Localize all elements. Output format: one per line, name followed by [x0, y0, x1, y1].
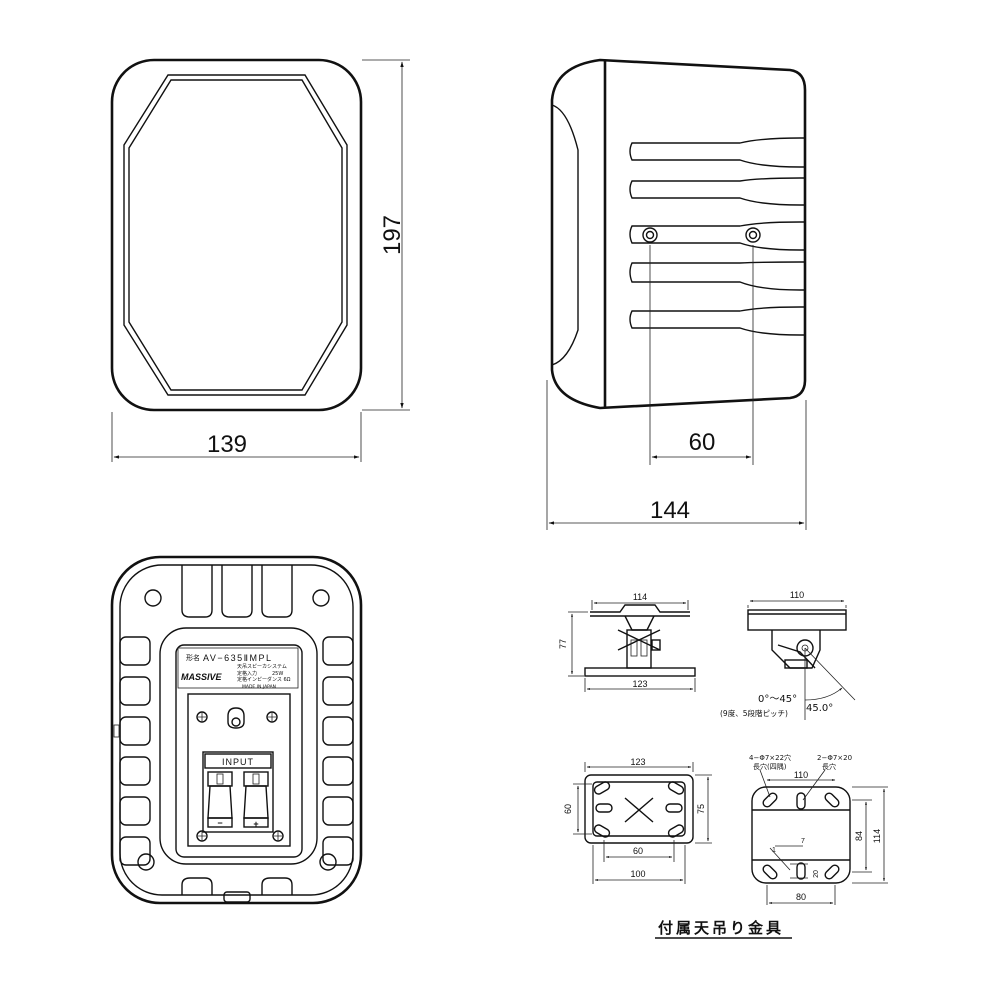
base-right-bottom-width: 80 [796, 892, 806, 902]
bracket-caption: 付属天吊り金具 [658, 919, 784, 937]
bracket-top-width: 114 [633, 592, 647, 602]
front-view: 197 139 [110, 58, 410, 462]
hole-note-b: 2−Φ7×20 [817, 754, 852, 762]
model-number: AV−635ⅡMPL [203, 653, 273, 663]
made-in-label: MADE IN JAPAN [242, 684, 276, 690]
hole-note-a2: 長穴(四隅) [753, 762, 787, 771]
bracket-base-left: 123 60 75 60 100 [563, 757, 712, 884]
spec-line-2-value: 25W [272, 671, 283, 677]
side-mount-spacing-dim: 60 [689, 429, 716, 456]
bracket-front-view: 114 77 123 [558, 592, 696, 692]
front-width-dim: 139 [207, 431, 247, 458]
rear-view: 形名 AV−635ⅡMPL MASSIVE 天吊スピーカシステム 定格入力 25… [110, 555, 363, 905]
base-right-outer-height: 114 [872, 829, 882, 843]
bracket-side-top-width: 110 [790, 590, 804, 600]
rear-side-tabs [119, 636, 354, 866]
side-depth-dim: 144 [650, 497, 690, 524]
base-right-inner-height: 84 [854, 831, 864, 841]
terminal-title: INPUT [222, 757, 254, 767]
spec-line-1: 天吊スピーカシステム [237, 664, 287, 670]
input-terminal: INPUT − + [202, 751, 274, 833]
spec-line-2-label: 定格入力 [237, 670, 257, 677]
terminal-minus: − [217, 818, 222, 828]
brand-logo: MASSIVE [181, 672, 223, 682]
angle-range: 0°～45° [758, 694, 797, 705]
model-prefix: 形名 [186, 653, 200, 662]
base-left-inner-width: 60 [633, 846, 643, 856]
bracket-side-view: 110 0°～45° (9度、5段階ピッチ) 45.0° [720, 590, 856, 720]
base-left-outer-width: 100 [630, 869, 645, 879]
bracket-base-width: 123 [632, 679, 647, 689]
small-dim-20: 20 [813, 870, 820, 878]
small-dim-7: 7 [801, 838, 805, 845]
bracket-base-right: 4−Φ7×22穴 長穴(四隅) 2−Φ7×20 長穴 110 84 114 7 … [749, 753, 888, 905]
front-height-dim: 197 [379, 215, 406, 255]
side-fins [629, 137, 806, 336]
base-right-top-width: 110 [794, 770, 808, 780]
base-left-height-left: 60 [563, 804, 573, 814]
side-view: 60 144 [546, 58, 807, 530]
angle-steps: (9度、5段階ピッチ) [720, 708, 788, 718]
hole-note-a: 4−Φ7×22穴 [749, 753, 791, 762]
hole-note-b2: 長穴 [822, 762, 836, 771]
base-left-width: 123 [630, 757, 645, 767]
base-left-height-right: 75 [696, 804, 706, 814]
terminal-plus: + [253, 819, 258, 829]
bracket-height: 77 [558, 639, 568, 649]
small-dim-1: 1 [772, 847, 776, 854]
angle-value: 45.0° [806, 703, 833, 714]
spec-line-3: 定格インピーダンス 6Ω [237, 676, 291, 683]
